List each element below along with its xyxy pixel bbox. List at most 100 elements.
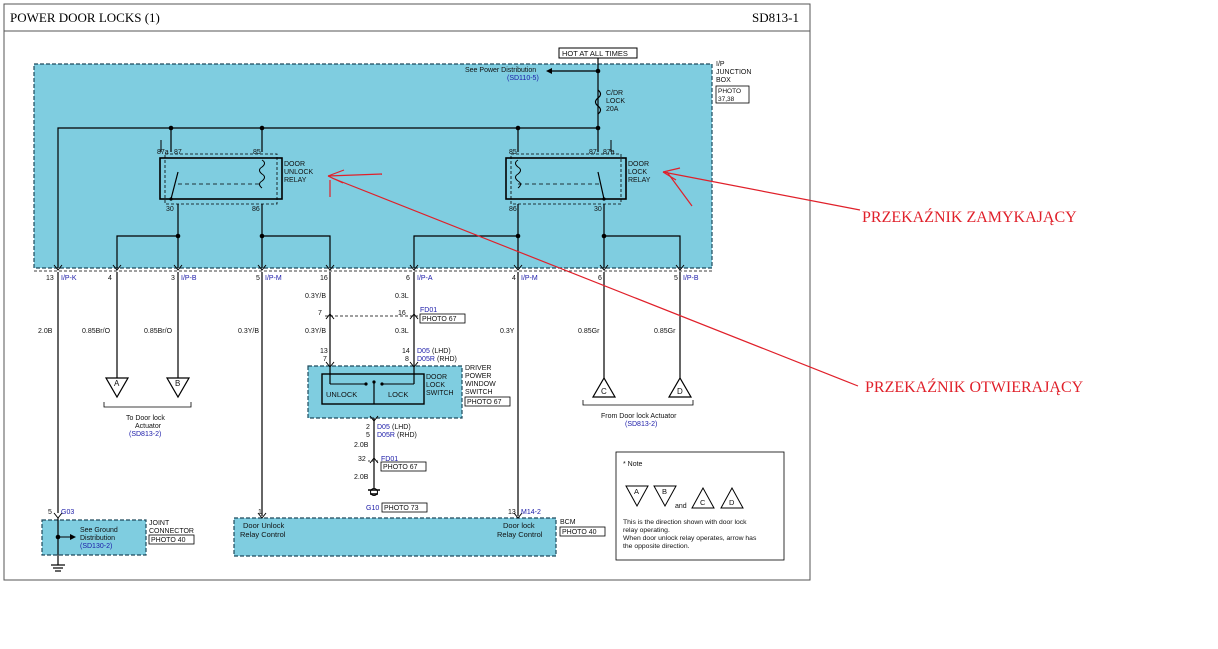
wire-085gr-2: 0.85Gr: [654, 328, 676, 335]
sw-d05: D05: [417, 348, 430, 355]
sw-contact-dot: [364, 382, 368, 386]
pin-3: 3: [171, 275, 175, 282]
junction-dot: [601, 233, 607, 239]
ground-g10-symbol: [368, 488, 380, 496]
fd01-photo-box: [419, 313, 466, 324]
junction-box: [33, 63, 713, 269]
bcm-name: BCM: [560, 519, 576, 526]
sw-rhd-b: (RHD): [397, 432, 417, 439]
sw-lhd-b: (LHD): [392, 424, 411, 431]
sw-contact-dot: [380, 382, 384, 386]
sw-inner-3: SWITCH: [426, 390, 454, 397]
note-icons: [625, 485, 744, 509]
note-and: and: [675, 503, 687, 510]
lock-pin-87a: 87a: [603, 149, 615, 156]
unlock-relay-dashed: [164, 153, 278, 205]
unlock-relay-label-3: RELAY: [284, 177, 307, 184]
lock-relay-label-3: RELAY: [628, 177, 651, 184]
unlock-contact-pivot: [169, 197, 173, 201]
note-label-d: D: [729, 498, 735, 507]
annotation-lock-relay: PRZEKAŹNIK ZAMYKAJĄCY: [862, 207, 1077, 226]
sw-name-2: POWER: [465, 373, 491, 380]
actuator-connector-d: [667, 376, 693, 398]
note-label-b: B: [662, 487, 667, 496]
connector-chevrons: [53, 264, 685, 271]
wire-20b-s1: 2.0B: [354, 442, 369, 449]
see-power-ref: (SD110-5): [507, 75, 539, 82]
sw-pin-14: 14: [402, 348, 410, 355]
pin-4b: 4: [512, 275, 516, 282]
pin-6b: 6: [598, 275, 602, 282]
lock-relay-coil: [515, 159, 521, 189]
pin-4: 4: [108, 275, 112, 282]
lock-contact-pivot: [602, 197, 606, 201]
wire-085bro-2: 0.85Br/O: [144, 328, 173, 335]
bcm-chevrons: [257, 512, 523, 519]
note-text-1: This is the direction shown with door lo…: [623, 519, 747, 526]
sw-d05-b: D05: [377, 424, 390, 431]
sw-rhd: (RHD): [437, 356, 457, 363]
fd01-pin-7: 7: [318, 310, 322, 317]
unlock-relay-label-1: DOOR: [284, 161, 305, 168]
conn-ipk: I/P-K: [61, 275, 77, 282]
joint-name: G03: [61, 509, 74, 516]
sw-photo-box: [464, 396, 511, 407]
actuator-label-d: D: [677, 387, 683, 396]
sw-lock-label: LOCK: [388, 390, 408, 399]
actuator-connector-c: [591, 376, 617, 398]
fd01-chevrons: [325, 313, 419, 320]
note-title: * Note: [623, 461, 643, 468]
bcm-right-1: Door lock: [503, 521, 535, 530]
wire-085bro-1: 0.85Br/O: [82, 328, 111, 335]
door-unlock-relay: [159, 157, 283, 200]
power-dist-arrow: [546, 68, 552, 74]
bcm-left-1: Door Unlock: [243, 521, 285, 530]
conn-ipb: I/P-B: [181, 275, 197, 282]
joint-label-2: CONNECTOR: [149, 528, 194, 535]
fd01-name: FD01: [420, 307, 437, 314]
door-lock-relay: [505, 157, 627, 200]
pin-5b: 5: [674, 275, 678, 282]
sw-d05r-b: D05R: [377, 432, 395, 439]
sw-photo: PHOTO 67: [467, 399, 502, 406]
junction-photo-box: [715, 85, 750, 104]
joint-label-1: JOINT: [149, 520, 170, 527]
lock-relay-label-2: LOCK: [628, 169, 647, 176]
wire-03l-b: 0.3L: [395, 328, 409, 335]
joint-photo: PHOTO 40: [151, 537, 186, 544]
pin-5: 5: [256, 275, 260, 282]
sw-lhd: (LHD): [432, 348, 451, 355]
red-annotation-marks: [327, 167, 861, 387]
from-actuator-bracket: [582, 400, 694, 406]
annotation-unlock-relay: PRZEKAŹNIK OTWIERAJĄCY: [865, 377, 1084, 396]
fd01b-pin-32: 32: [358, 456, 366, 463]
actuator-connector-b: [165, 377, 191, 399]
wire-03y: 0.3Y: [500, 328, 515, 335]
door-lock-switch-box: [321, 373, 425, 405]
bcm-photo: PHOTO 40: [562, 529, 597, 536]
bus-wire-top: [57, 127, 598, 268]
unlock-pin-87a: 87a: [157, 149, 169, 156]
sw-name-3: WINDOW: [465, 381, 496, 388]
fd01-photo: PHOTO 67: [422, 316, 457, 323]
sw-name-4: SWITCH: [465, 389, 493, 396]
fuse-label-2: LOCK: [606, 98, 625, 105]
lock-pin-86: 86: [509, 206, 517, 213]
lock-relay-dashed: [510, 153, 622, 205]
pin-6: 6: [406, 275, 410, 282]
wire-03yb-main: 0.3Y/B: [238, 328, 259, 335]
actuator-label-c: C: [601, 387, 607, 396]
sw-pin-8: 8: [405, 356, 409, 363]
chassis-ground-symbol: [51, 564, 65, 572]
actuator-label-b: B: [175, 379, 180, 388]
bcm-photo-box: [559, 526, 606, 537]
joint-arrow: [70, 534, 76, 540]
conn-ipm-2: I/P-M: [521, 275, 538, 282]
bcm-pin-1: 1: [258, 509, 262, 516]
from-actuator-1: From Door lock Actuator: [601, 413, 677, 420]
to-actuator-bracket: [103, 402, 192, 408]
to-actuator-ref: (SD813-2): [129, 431, 161, 438]
joint-see-2: Distribution: [80, 535, 115, 542]
fuse-symbol: [594, 89, 602, 115]
